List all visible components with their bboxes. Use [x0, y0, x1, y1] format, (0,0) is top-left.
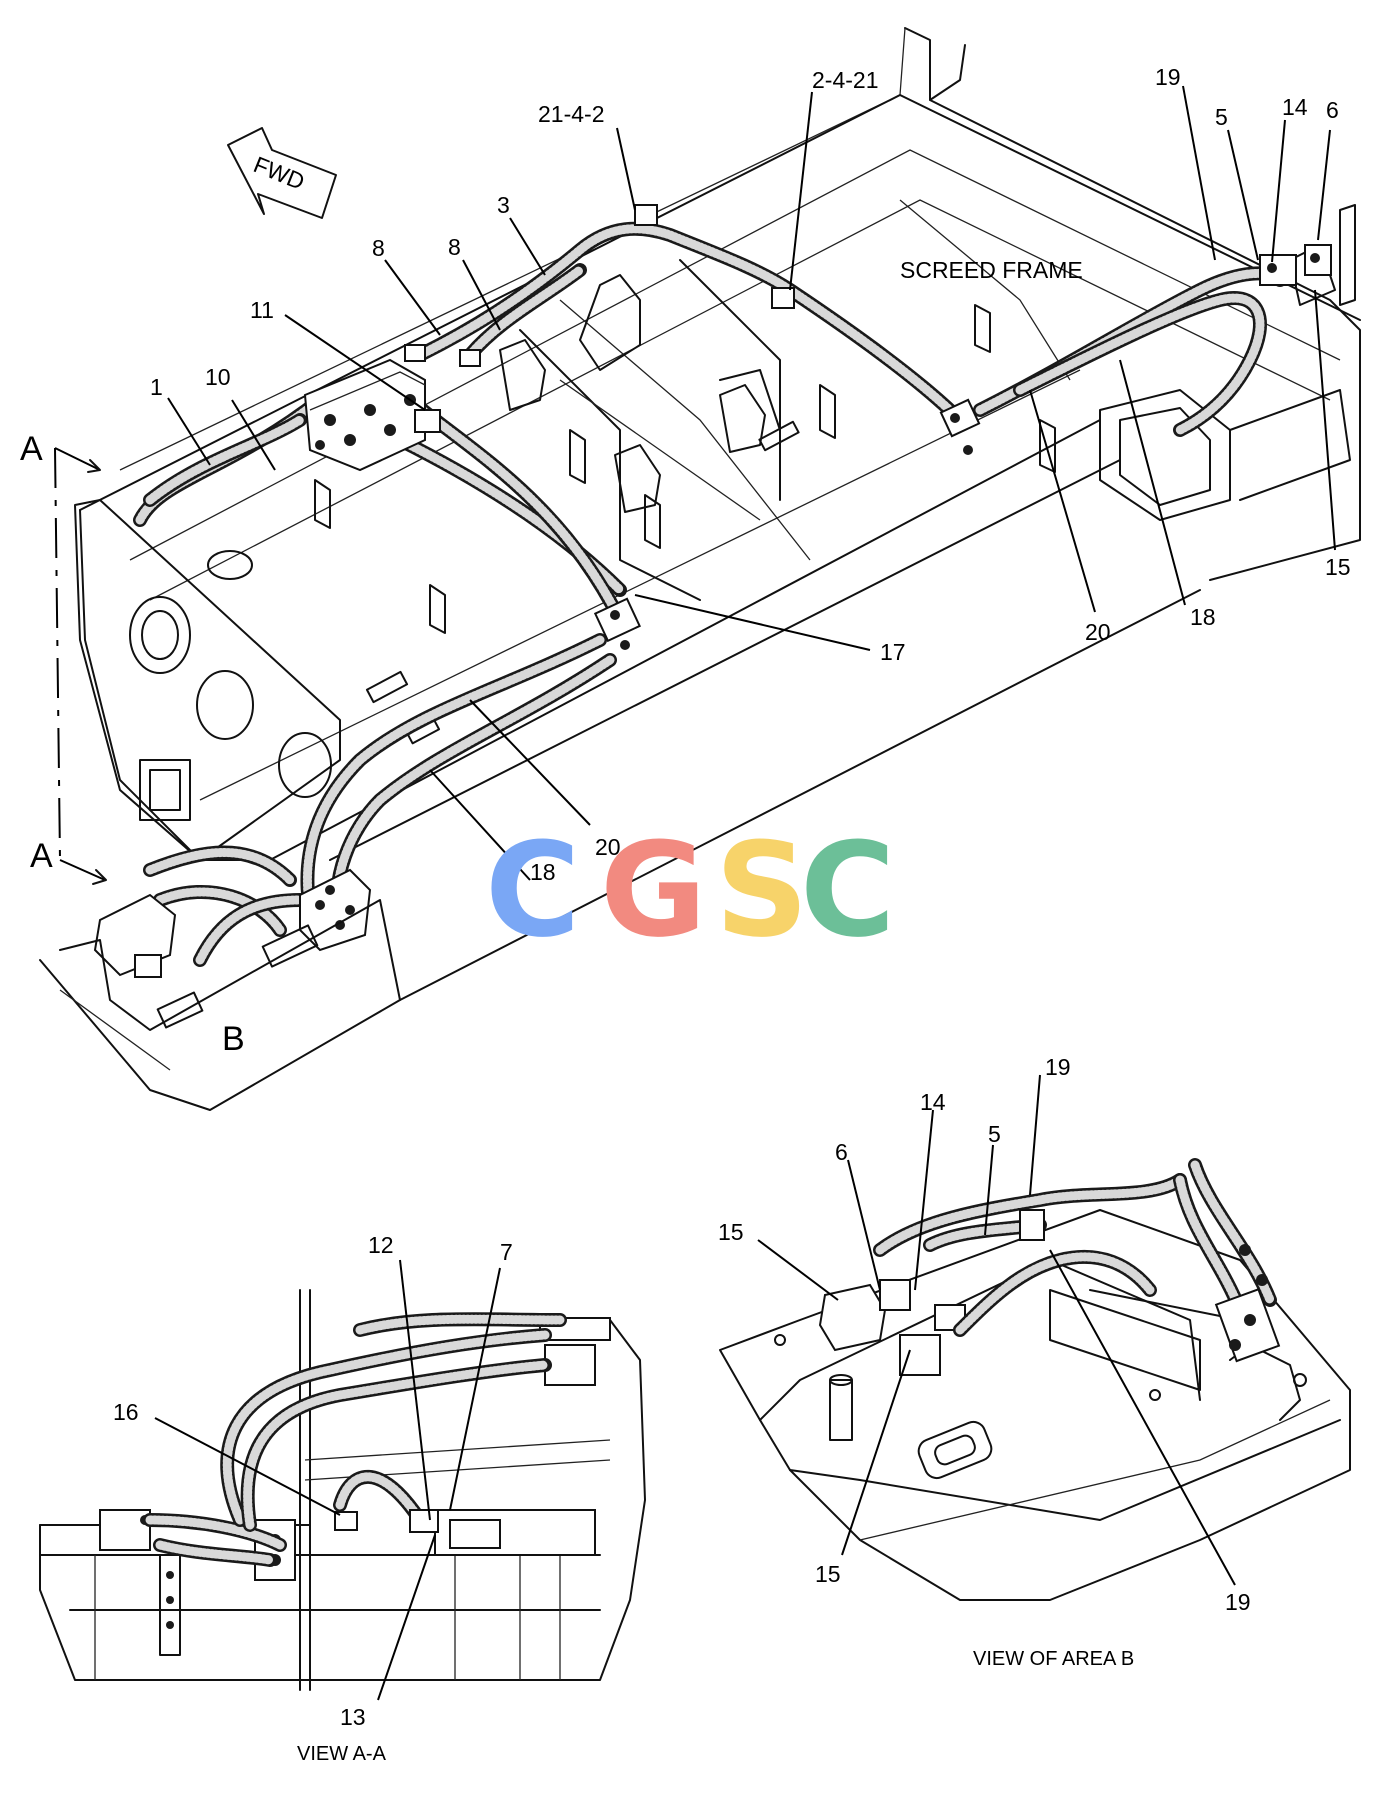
callout-3: 3: [497, 192, 510, 218]
callout-18a: 18: [1190, 604, 1216, 630]
callout-19-view-b-top: 19: [1045, 1054, 1071, 1080]
fwd-label: FWD: [250, 151, 308, 195]
callout-17: 17: [880, 639, 906, 665]
area-b-label: B: [222, 1020, 245, 1058]
watermark-letter-1: C: [485, 814, 580, 966]
leader-lines-view-b: [757, 1074, 1236, 1586]
callout-14-view-b: 14: [920, 1089, 946, 1115]
callout-6: 6: [1326, 97, 1339, 123]
callout-6-view-b: 6: [835, 1139, 848, 1165]
section-a-bottom-label: A: [30, 837, 53, 875]
watermark-letter-4: C: [800, 814, 895, 966]
callout-18b: 18: [530, 859, 556, 885]
callout-5: 5: [1215, 104, 1228, 130]
callout-20b: 20: [595, 834, 621, 860]
view-a-a-drawing: [39, 1289, 646, 1691]
callout-15-view-b-top: 15: [718, 1219, 744, 1245]
callout-12: 12: [368, 1232, 394, 1258]
callouts-view-b: 19 14 5 6 15 15 19: [718, 1054, 1251, 1615]
watermark-letter-2: G: [600, 814, 707, 966]
callouts-main: 21-4-2 2-4-21 19 5 14 6 3 8 8 11 1 10 17…: [150, 64, 1351, 885]
hose-routing-main: [133, 221, 1287, 967]
callout-21-4-2: 21-4-2: [538, 101, 604, 127]
callout-15: 15: [1325, 554, 1351, 580]
watermark-letter-3: S: [715, 814, 809, 966]
callout-7: 7: [500, 1239, 513, 1265]
callout-2-4-21: 2-4-21: [812, 67, 878, 93]
valve-blocks-main: [59, 204, 1332, 1031]
callout-8b: 8: [448, 234, 461, 260]
view-a-a-caption: VIEW A-A: [297, 1743, 387, 1765]
callout-16: 16: [113, 1399, 139, 1425]
callout-8a: 8: [372, 235, 385, 261]
callouts-view-a-a: 12 7 16 13: [113, 1232, 513, 1730]
callout-1: 1: [150, 374, 163, 400]
leader-lines-view-a-a: [154, 1259, 501, 1701]
callout-19-view-b-bottom: 19: [1225, 1589, 1251, 1615]
callout-5-view-b: 5: [988, 1121, 1001, 1147]
callout-20a: 20: [1085, 619, 1111, 645]
view-area-b-drawing: [719, 1158, 1351, 1601]
callout-19: 19: [1155, 64, 1181, 90]
section-a-top-label: A: [20, 430, 43, 468]
callout-15-view-b-bottom: 15: [815, 1561, 841, 1587]
section-line-a-a: A A: [20, 430, 107, 885]
view-area-b-caption: VIEW OF AREA B: [973, 1648, 1134, 1670]
callout-14: 14: [1282, 94, 1308, 120]
watermark-logo: C G S C: [485, 814, 895, 966]
screed-frame-label: SCREED FRAME: [900, 257, 1083, 283]
forward-arrow-icon: FWD: [227, 127, 337, 219]
callout-11: 11: [250, 297, 274, 323]
leader-lines-main: [167, 85, 1336, 881]
callout-10: 10: [205, 364, 231, 390]
callout-13: 13: [340, 1704, 366, 1730]
